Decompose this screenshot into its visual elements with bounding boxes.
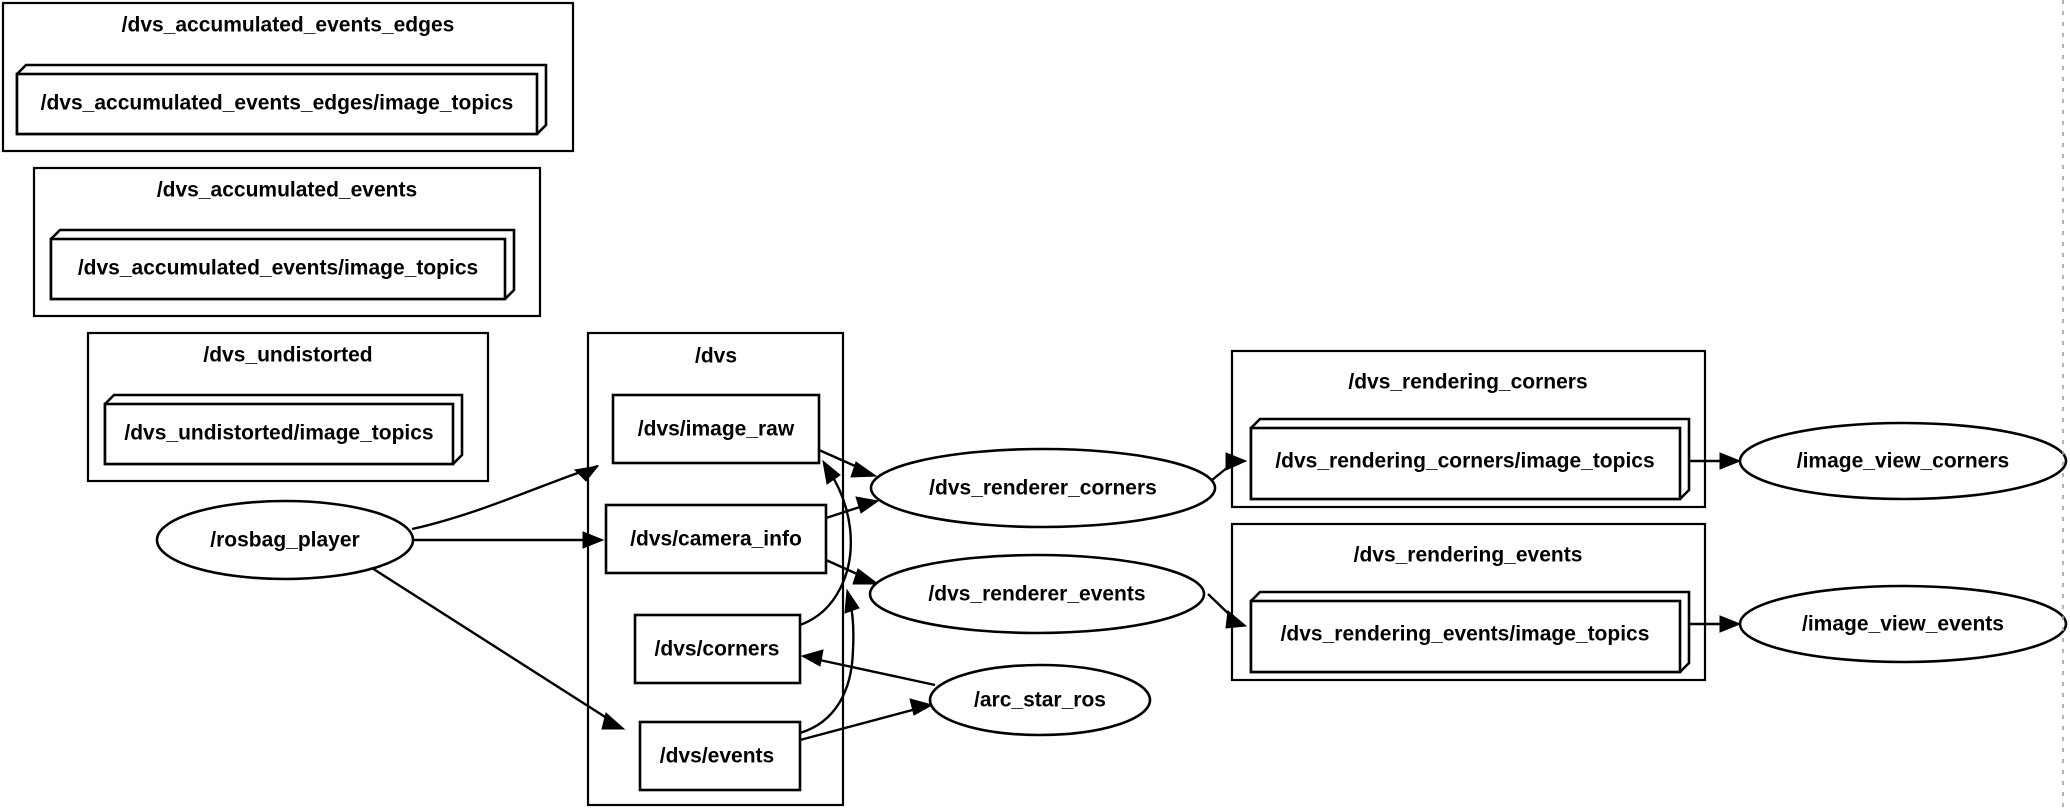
arrow-head	[855, 496, 880, 514]
node-border	[868, 553, 1206, 635]
topic-label: /dvs_undistorted/image_topics	[124, 422, 433, 445]
edge-dvs-corners-to-dvs-renderer-corners	[799, 459, 852, 627]
edge-line	[799, 600, 855, 735]
edge-dvs-renderer-events-to-dvs-rendering-events-image-topics	[1207, 593, 1248, 629]
edge-dvs-image-raw-to-dvs-renderer-corners	[818, 448, 878, 478]
node-dvs-renderer-corners[interactable]: /dvs_renderer_corners	[869, 447, 1217, 529]
node-label: /image_view_events	[1802, 613, 2004, 636]
arrow-head	[822, 459, 841, 485]
edge-rosbag-player-to-dvs-camera-info	[414, 531, 605, 549]
topic-label: /dvs/corners	[655, 638, 780, 661]
topic-node-dvs-accumulated-events-image-topics[interactable]: /dvs_accumulated_events/image_topics	[49, 228, 516, 301]
arrow-head	[1719, 452, 1742, 470]
node-image-view-corners[interactable]: /image_view_corners	[1738, 421, 2068, 501]
topic-label: /dvs/events	[660, 745, 774, 768]
arrow-head	[1225, 452, 1248, 471]
node-arc-star-ros[interactable]: /arc_star_ros	[928, 663, 1152, 737]
topic-node-dvs-undistorted-image-topics[interactable]: /dvs_undistorted/image_topics	[103, 393, 464, 466]
cluster-dvs[interactable]: /dvs /dvs/image_raw /dvs/camera_info /dv…	[586, 331, 845, 807]
cluster-label: /dvs	[695, 345, 737, 368]
arrow-head	[844, 588, 860, 614]
cluster-dvs-undistorted[interactable]: /dvs_undistorted /dvs_undistorted/image_…	[86, 331, 490, 483]
edge-dvs-events-to-arc-star-ros	[799, 698, 934, 742]
topic-label: /dvs_accumulated_events/image_topics	[78, 257, 478, 280]
node-dvs-renderer-events[interactable]: /dvs_renderer_events	[868, 553, 1206, 635]
cluster-dvs-rendering-events[interactable]: /dvs_rendering_events /dvs_rendering_eve…	[1230, 522, 1707, 682]
cluster-dvs-accumulated-events[interactable]: /dvs_accumulated_events /dvs_accumulated…	[32, 166, 542, 318]
arrow-head	[800, 649, 824, 667]
arrow-head	[582, 531, 605, 549]
edge-dvs-rendering-events-image-topics-to-image-view-events	[1690, 615, 1742, 633]
arrow-head	[850, 461, 878, 478]
arrow-head	[1225, 610, 1248, 629]
arrow-head	[573, 465, 600, 482]
cluster-label: /dvs_undistorted	[203, 344, 372, 367]
node-label: /dvs_renderer_events	[928, 583, 1145, 606]
node-border	[155, 499, 415, 581]
node-border	[1738, 421, 2068, 501]
edge-dvs-rendering-corners-image-topics-to-image-view-corners	[1690, 452, 1742, 470]
box3d-front	[49, 237, 507, 301]
edge-line	[360, 559, 614, 724]
topic-node-dvs-rendering-corners-image-topics[interactable]: /dvs_rendering_corners/image_topics	[1249, 417, 1691, 501]
node-label: /dvs_renderer_corners	[929, 477, 1157, 500]
edge-line	[814, 657, 936, 687]
node-border	[638, 720, 802, 792]
node-label: /rosbag_player	[210, 529, 359, 552]
node-label: /image_view_corners	[1797, 450, 2009, 473]
node-border	[928, 663, 1152, 737]
box3d-front	[1249, 599, 1682, 674]
arrow-head	[909, 698, 934, 716]
cluster-label: /dvs_accumulated_events_edges	[122, 14, 455, 37]
box3d-front	[1249, 426, 1682, 501]
topic-node-dvs-accumulated-events-edges-image-topics[interactable]: /dvs_accumulated_events_edges/image_topi…	[15, 63, 548, 136]
box3d-front	[103, 402, 455, 466]
cluster-label: /dvs_rendering_events	[1354, 544, 1583, 567]
edge-line	[799, 470, 852, 627]
box3d-front	[15, 72, 539, 136]
edge-dvs-renderer-corners-to-dvs-rendering-corners-image-topics	[1211, 452, 1248, 481]
node-border	[869, 447, 1217, 529]
cluster-dvs-rendering-corners[interactable]: /dvs_rendering_corners /dvs_rendering_co…	[1230, 349, 1707, 509]
topic-node-dvs-camera-info[interactable]: /dvs/camera_info	[604, 503, 828, 575]
node-label: /arc_star_ros	[974, 689, 1106, 712]
topic-label: /dvs/image_raw	[638, 418, 795, 441]
node-border	[611, 393, 821, 465]
arrow-head	[852, 568, 880, 585]
edge-rosbag-player-to-dvs-events	[360, 559, 626, 730]
topic-label: /dvs/camera_info	[630, 528, 802, 551]
topic-node-dvs-rendering-events-image-topics[interactable]: /dvs_rendering_events/image_topics	[1249, 590, 1691, 674]
topic-node-dvs-image-raw[interactable]: /dvs/image_raw	[611, 393, 821, 465]
edges-layer	[360, 448, 1742, 742]
topic-node-dvs-corners[interactable]: /dvs/corners	[633, 613, 802, 685]
topic-label: /dvs_rendering_events/image_topics	[1281, 623, 1650, 646]
arrow-head	[1719, 615, 1742, 633]
node-border	[633, 613, 802, 685]
node-rosbag-player[interactable]: /rosbag_player	[155, 499, 415, 581]
cluster-label: /dvs_accumulated_events	[157, 179, 417, 202]
node-border	[1738, 584, 2068, 664]
topic-label: /dvs_accumulated_events_edges/image_topi…	[41, 92, 514, 115]
cluster-label: /dvs_rendering_corners	[1348, 371, 1587, 394]
edge-arc-star-ros-to-dvs-corners	[800, 649, 936, 687]
edge-line	[799, 706, 921, 742]
node-image-view-events[interactable]: /image_view_events	[1738, 584, 2068, 664]
arrow-head	[601, 712, 626, 730]
topic-label: /dvs_rendering_corners/image_topics	[1275, 450, 1654, 473]
edge-dvs-camera-info-to-dvs-renderer-events	[825, 558, 880, 585]
edge-rosbag-player-to-dvs-image-raw	[411, 464, 600, 531]
node-border	[604, 503, 828, 575]
edge-dvs-events-to-dvs-renderer-events	[799, 588, 860, 735]
topic-node-dvs-events[interactable]: /dvs/events	[638, 720, 802, 792]
cluster-dvs-accumulated-events-edges[interactable]: /dvs_accumulated_events_edges /dvs_accum…	[1, 1, 575, 153]
